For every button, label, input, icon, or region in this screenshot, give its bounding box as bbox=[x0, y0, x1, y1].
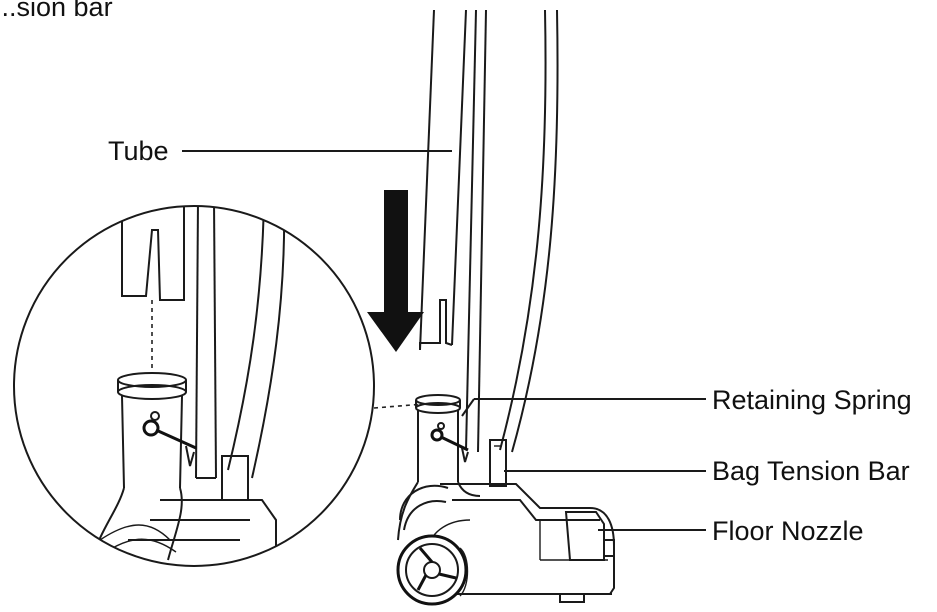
tube-assembly bbox=[419, 9, 559, 453]
bag-tension-bar-callout: Bag Tension Bar bbox=[504, 456, 910, 486]
bag-tension-bar-label: Bag Tension Bar bbox=[712, 456, 910, 486]
floor-nozzle-callout: Floor Nozzle bbox=[598, 516, 864, 546]
down-arrow-icon bbox=[367, 190, 424, 352]
tube-callout: Tube bbox=[108, 136, 452, 166]
floor-nozzle-label: Floor Nozzle bbox=[712, 516, 864, 546]
tube-label: Tube bbox=[108, 136, 169, 166]
floor-nozzle-assembly bbox=[396, 394, 615, 606]
partial-header-text: ...sion bar bbox=[0, 0, 113, 22]
retaining-spring-callout: Retaining Spring bbox=[461, 385, 912, 417]
detail-magnifier bbox=[13, 205, 375, 567]
retaining-spring-label: Retaining Spring bbox=[712, 385, 912, 415]
